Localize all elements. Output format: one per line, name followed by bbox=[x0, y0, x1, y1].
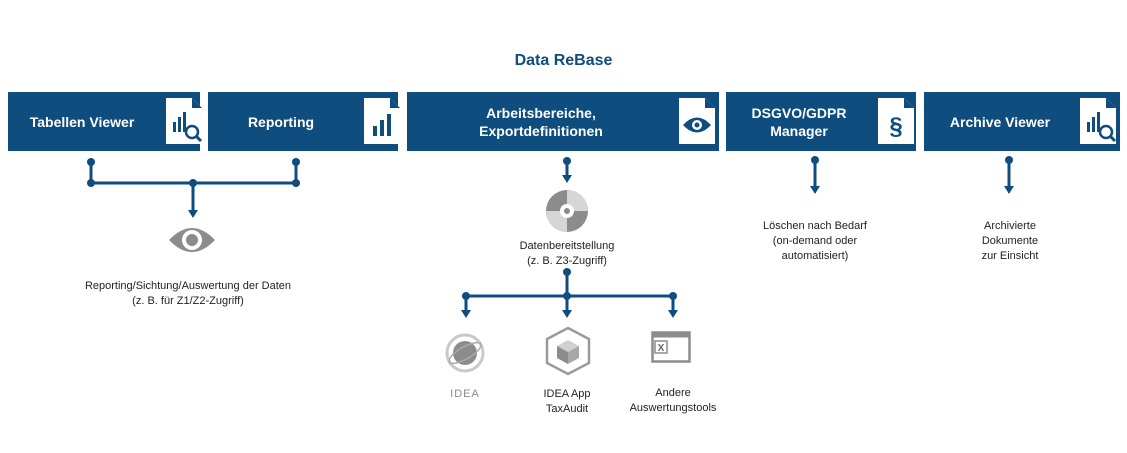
module-label: DSGVO/GDPR Manager bbox=[751, 104, 847, 139]
spreadsheet-icon: X bbox=[651, 331, 691, 363]
arrow-head bbox=[461, 310, 471, 318]
arrow-head bbox=[1004, 186, 1014, 194]
report-search-doc-icon bbox=[166, 98, 202, 144]
module-label: Tabellen Viewer bbox=[29, 113, 135, 130]
disc-icon bbox=[546, 190, 588, 232]
svg-text:X: X bbox=[658, 343, 665, 354]
module-arbeitsbereiche: Arbeitsbereiche, Exportdefinitionen bbox=[407, 92, 719, 151]
diagram-title: Data ReBase bbox=[514, 52, 613, 69]
connector-dot bbox=[1005, 156, 1013, 164]
module-label: Arbeitsbereiche, Exportdefinitionen bbox=[479, 104, 603, 139]
report-doc-icon bbox=[364, 98, 400, 144]
arrow-head bbox=[188, 210, 198, 218]
module-dsgvo-manager: DSGVO/GDPR Manager § bbox=[726, 92, 916, 151]
connector-dot bbox=[87, 158, 95, 166]
report-search-doc-icon bbox=[1080, 98, 1116, 144]
connector-dot bbox=[811, 156, 819, 164]
svg-text:§: § bbox=[889, 113, 902, 140]
arrow-head bbox=[668, 310, 678, 318]
connector-dot bbox=[87, 179, 95, 187]
arrow-head bbox=[562, 175, 572, 183]
paragraph-doc-icon: § bbox=[878, 98, 914, 144]
idea-logo-icon bbox=[445, 333, 485, 373]
caption-loeschen: Löschen nach Bedarf (on-demand oder auto… bbox=[763, 220, 867, 262]
module-archive-viewer: Archive Viewer bbox=[924, 92, 1120, 151]
connector-dot bbox=[563, 268, 571, 276]
connector-dot bbox=[292, 179, 300, 187]
connector-dot bbox=[189, 179, 197, 187]
eye-icon bbox=[169, 228, 215, 252]
eye-doc-icon bbox=[679, 98, 715, 144]
caption-idea: IDEA bbox=[450, 388, 480, 400]
arrow-head bbox=[810, 186, 820, 194]
cube-icon bbox=[545, 326, 591, 376]
caption-reporting: Reporting/Sichtung/Auswertung der Daten … bbox=[84, 280, 292, 307]
caption-archiviert: Archivierte Dokumente zur Einsicht bbox=[981, 220, 1039, 262]
connector-dot bbox=[563, 157, 571, 165]
module-tabellen-viewer: Tabellen Viewer bbox=[8, 92, 202, 151]
connector-dot bbox=[292, 158, 300, 166]
caption-andere: Andere Auswertungstools bbox=[629, 387, 717, 414]
module-reporting: Reporting bbox=[208, 92, 400, 151]
module-label: Archive Viewer bbox=[949, 113, 1051, 130]
module-label: Reporting bbox=[247, 113, 315, 130]
caption-idea-app: IDEA App TaxAudit bbox=[543, 388, 591, 415]
caption-datenbereitstellung: Datenbereitstellung (z. B. Z3-Zugriff) bbox=[519, 240, 615, 267]
arrow-head bbox=[562, 310, 572, 318]
